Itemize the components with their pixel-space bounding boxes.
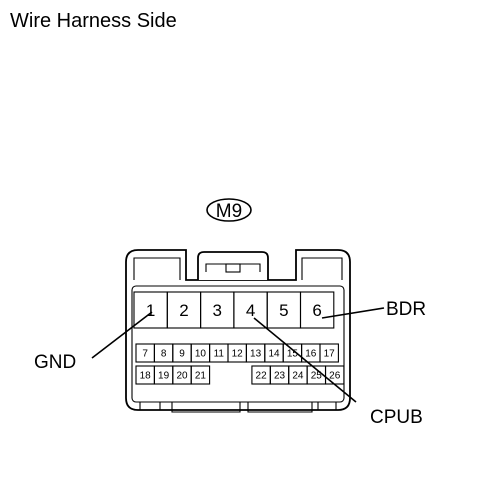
pin-label: 25 xyxy=(311,371,323,382)
diagram-title: Wire Harness Side xyxy=(10,10,177,32)
pin-label: 6 xyxy=(312,301,321,320)
pin-label: 7 xyxy=(142,349,148,360)
pin-label: 13 xyxy=(250,349,262,360)
pin-label: 5 xyxy=(279,301,288,320)
connector-id: M9 xyxy=(216,201,242,222)
gnd-leader-line xyxy=(91,311,153,359)
pin-label: 19 xyxy=(158,371,170,382)
pin-label: 18 xyxy=(140,371,152,382)
cpub-leader-line xyxy=(253,317,357,403)
pin-label: 23 xyxy=(274,371,286,382)
pin-label: 9 xyxy=(179,349,185,360)
connector-id-badge: M9 xyxy=(206,198,252,222)
gnd-label: GND xyxy=(34,352,76,373)
pin-label: 17 xyxy=(324,349,336,360)
bdr-label: BDR xyxy=(386,299,426,320)
pin-cell-21: 21 xyxy=(190,365,211,385)
pin-label: 14 xyxy=(268,349,280,360)
callout-leaders xyxy=(91,307,385,403)
pin-label: 12 xyxy=(232,349,244,360)
pin-cell-6: 6 xyxy=(299,291,335,329)
pin-label: 22 xyxy=(256,371,268,382)
pin-label: 16 xyxy=(305,349,317,360)
pin-label: 26 xyxy=(329,371,341,382)
pin-label: 21 xyxy=(195,371,207,382)
pin-label: 1 xyxy=(146,301,155,320)
pin-label: 11 xyxy=(214,349,225,360)
connector-housing xyxy=(125,249,351,413)
bdr-leader-line xyxy=(321,307,385,319)
pin-label: 8 xyxy=(161,349,167,360)
pin-label: 15 xyxy=(287,349,299,360)
pin-label: 3 xyxy=(213,301,222,320)
pin-label: 10 xyxy=(195,349,207,360)
pin-label: 4 xyxy=(246,301,255,320)
pin-cell-17: 17 xyxy=(319,343,339,363)
pin-label: 20 xyxy=(176,371,188,382)
pin-label: 24 xyxy=(292,371,304,382)
pin-label: 2 xyxy=(179,301,188,320)
cpub-label: CPUB xyxy=(370,407,423,428)
